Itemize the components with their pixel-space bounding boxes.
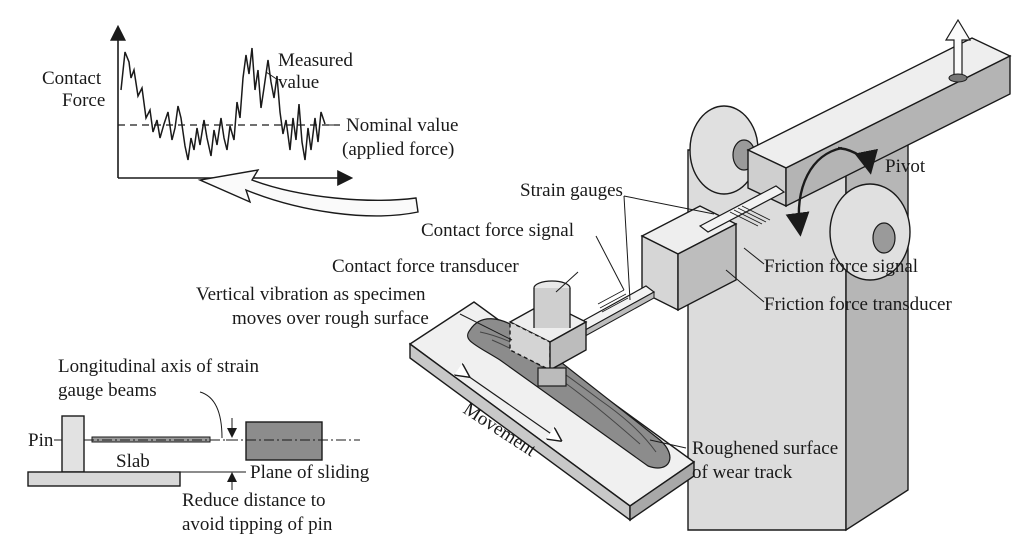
inset-base (27, 471, 181, 487)
contact-signal-leader (595, 235, 625, 291)
roughened-leader (649, 439, 687, 449)
pin-cylinder-body (534, 288, 570, 328)
friction-strain-gauge-pattern (729, 205, 771, 227)
contact-transducer-leader (555, 271, 579, 293)
strain-gauges-leader-2 (623, 195, 715, 215)
pin-holder-side (549, 320, 587, 372)
movement-arrow (468, 376, 560, 440)
inset-pin (61, 415, 85, 473)
arm-end-hole (948, 73, 968, 83)
friction-gauge-beam (698, 185, 786, 233)
friction-signal-leader (743, 247, 765, 265)
pivot-bearing-right (829, 183, 911, 281)
axis-label-2: gauge beams (58, 380, 157, 401)
contact-strain-gauge-pattern (597, 289, 629, 313)
roughened-label-2: of wear track (692, 462, 793, 483)
vibration-label-2: moves over rough surface (232, 308, 429, 329)
nominal-label-1: Nominal value (346, 115, 458, 136)
pivot-arm-side (785, 54, 1011, 208)
strain-gauges-leader-1 (623, 195, 631, 301)
measured-label-2: value (278, 72, 319, 93)
slab-side (629, 460, 695, 522)
reduce-label-1: Reduce distance to (182, 490, 326, 511)
pin-lower (537, 367, 567, 387)
friction-force-signal-label: Friction force signal (764, 256, 918, 277)
contact-force-transducer-label: Contact force transducer (332, 256, 519, 277)
pivot-rotation-arrow (785, 146, 843, 237)
vibration-leader (459, 313, 513, 341)
pin-label: Pin (28, 430, 54, 451)
slab-label: Slab (116, 451, 150, 472)
measured-label-1: Measured (278, 50, 353, 71)
signal-curved-arrow (197, 169, 419, 217)
contact-force-signal-label: Contact force signal (421, 220, 574, 241)
plane-of-sliding-label: Plane of sliding (250, 462, 370, 483)
measured-signal-trace (120, 47, 326, 161)
vibration-label-1: Vertical vibration as specimen (196, 284, 426, 305)
pin-geometry-inset: Longitudinal axis of strain gauge beams … (27, 356, 370, 535)
friction-transducer-side (677, 222, 737, 312)
inset-block (245, 421, 323, 461)
arm-end-lift-arrow (944, 18, 972, 79)
wear-track (467, 318, 671, 469)
roughened-label-1: Roughened surface (692, 438, 838, 459)
reduce-label-2: avoid tipping of pin (182, 514, 333, 535)
axis-leader (199, 391, 223, 439)
pivot-rotation-arrow-top (837, 146, 878, 175)
strain-gauges-label: Strain gauges (520, 180, 623, 201)
pivot-bearing-right-hole (872, 222, 896, 254)
friction-force-transducer-label: Friction force transducer (764, 294, 952, 315)
axis-label-1: Longitudinal axis of strain (58, 356, 260, 377)
nominal-label-2: (applied force) (342, 139, 454, 160)
friction-transducer-leader (725, 269, 765, 303)
apparatus: Movement Pivot Strain gauges Contact for… (196, 18, 1012, 532)
measured-pointer (265, 71, 279, 81)
pivot-label: Pivot (885, 156, 926, 177)
graph-y-label-1: Contact (42, 68, 102, 89)
graph-y-label-2: Force (62, 90, 105, 111)
force-graph: Contact Force Measured value Nominal val… (42, 24, 458, 186)
